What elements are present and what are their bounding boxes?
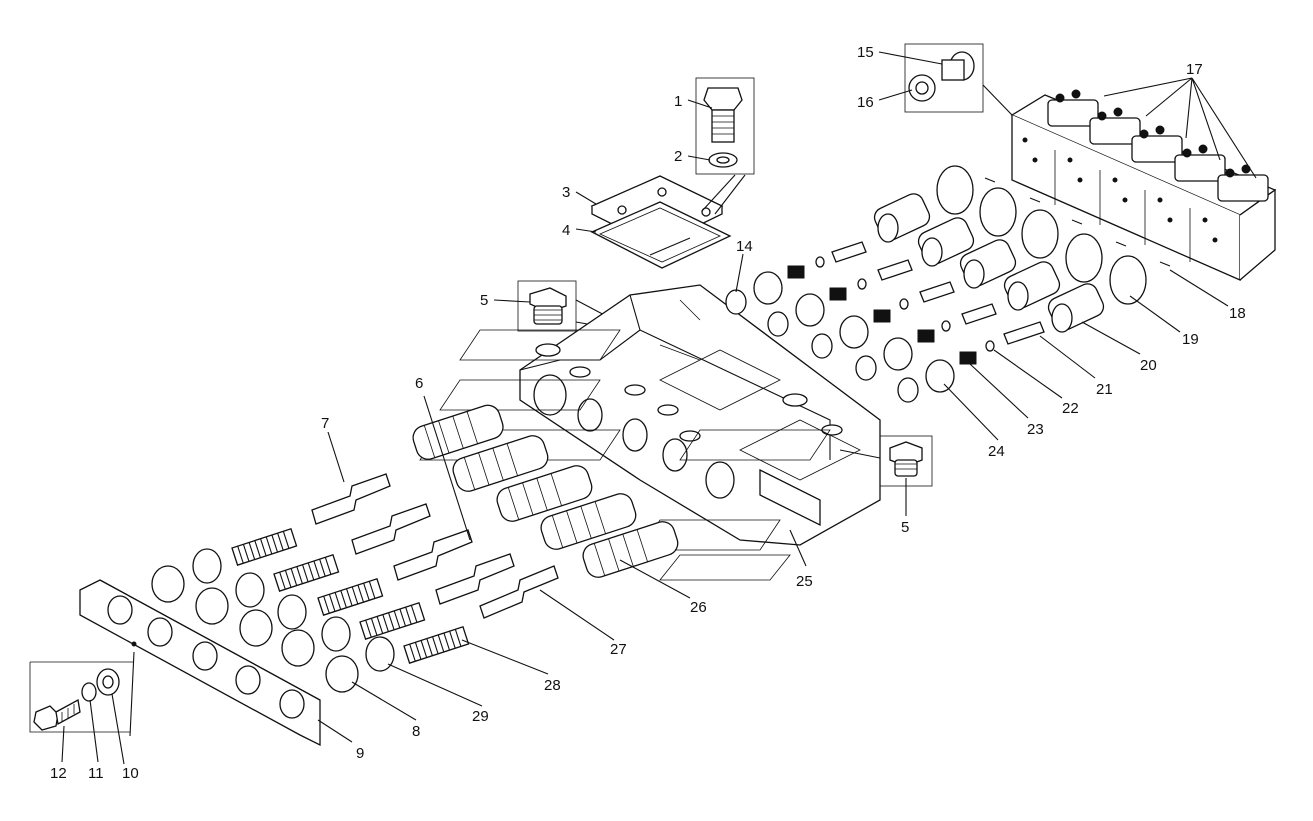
callout-4: 4 [562,222,570,239]
coil-spools-20 [873,193,1105,333]
gasket-4 [590,201,732,269]
callout-8: 8 [412,723,420,740]
valve-body-housing [519,284,881,546]
small-rings-22 [815,256,995,352]
plug-5-right [839,435,933,487]
plugs-8 [151,565,359,693]
callout-15: 15 [857,44,874,61]
callout-11: 11 [88,765,104,782]
callout-14: 14 [736,238,753,255]
o-rings-19 [936,165,1147,305]
pins-18 [984,177,1171,267]
springs-28 [231,528,470,664]
callout-9: 9 [356,745,364,762]
callout-labels: 1 2 3 4 5 5 6 7 8 9 10 11 12 14 15 16 17… [50,44,1246,782]
callout-1: 1 [674,93,682,110]
plate-holes [1022,137,1218,243]
leader-lines [61,51,1257,765]
callout-29: 29 [472,708,489,725]
callout-12: 12 [50,765,67,782]
rings-14 [725,289,919,403]
end-plate-9 [79,579,321,747]
callout-5a: 5 [480,292,488,309]
callout-22: 22 [1062,400,1079,417]
bolt-12-group [29,661,134,733]
callout-7: 7 [321,415,329,432]
callout-6: 6 [415,375,423,392]
pistons-27 [311,473,559,619]
springs-23 [787,265,977,365]
callout-27: 27 [610,641,627,658]
solenoid-coils [1047,89,1269,202]
callout-16: 16 [857,94,874,111]
washer-2 [708,152,738,168]
solenoid-block-17 [1010,89,1277,281]
callout-18: 18 [1229,305,1246,322]
plug-5-top [517,280,611,332]
callout-10: 10 [122,765,139,782]
callout-25: 25 [796,573,813,590]
callout-20: 20 [1140,357,1157,374]
callout-17: 17 [1186,61,1203,78]
callout-26: 26 [690,599,707,616]
callout-21: 21 [1096,381,1113,398]
callout-28: 28 [544,677,561,694]
callout-2: 2 [674,148,682,165]
callout-5b: 5 [901,519,909,536]
callout-3: 3 [562,184,570,201]
pistons-21 [831,241,1045,345]
callout-23: 23 [1027,421,1044,438]
callout-24: 24 [988,443,1005,460]
o-rings-29 [192,548,395,672]
callout-19: 19 [1182,331,1199,348]
caps-24 [753,271,955,393]
valve-insert-15-16 [904,43,1013,116]
bolt-1 [695,77,755,175]
spools-6-26 [412,404,679,578]
